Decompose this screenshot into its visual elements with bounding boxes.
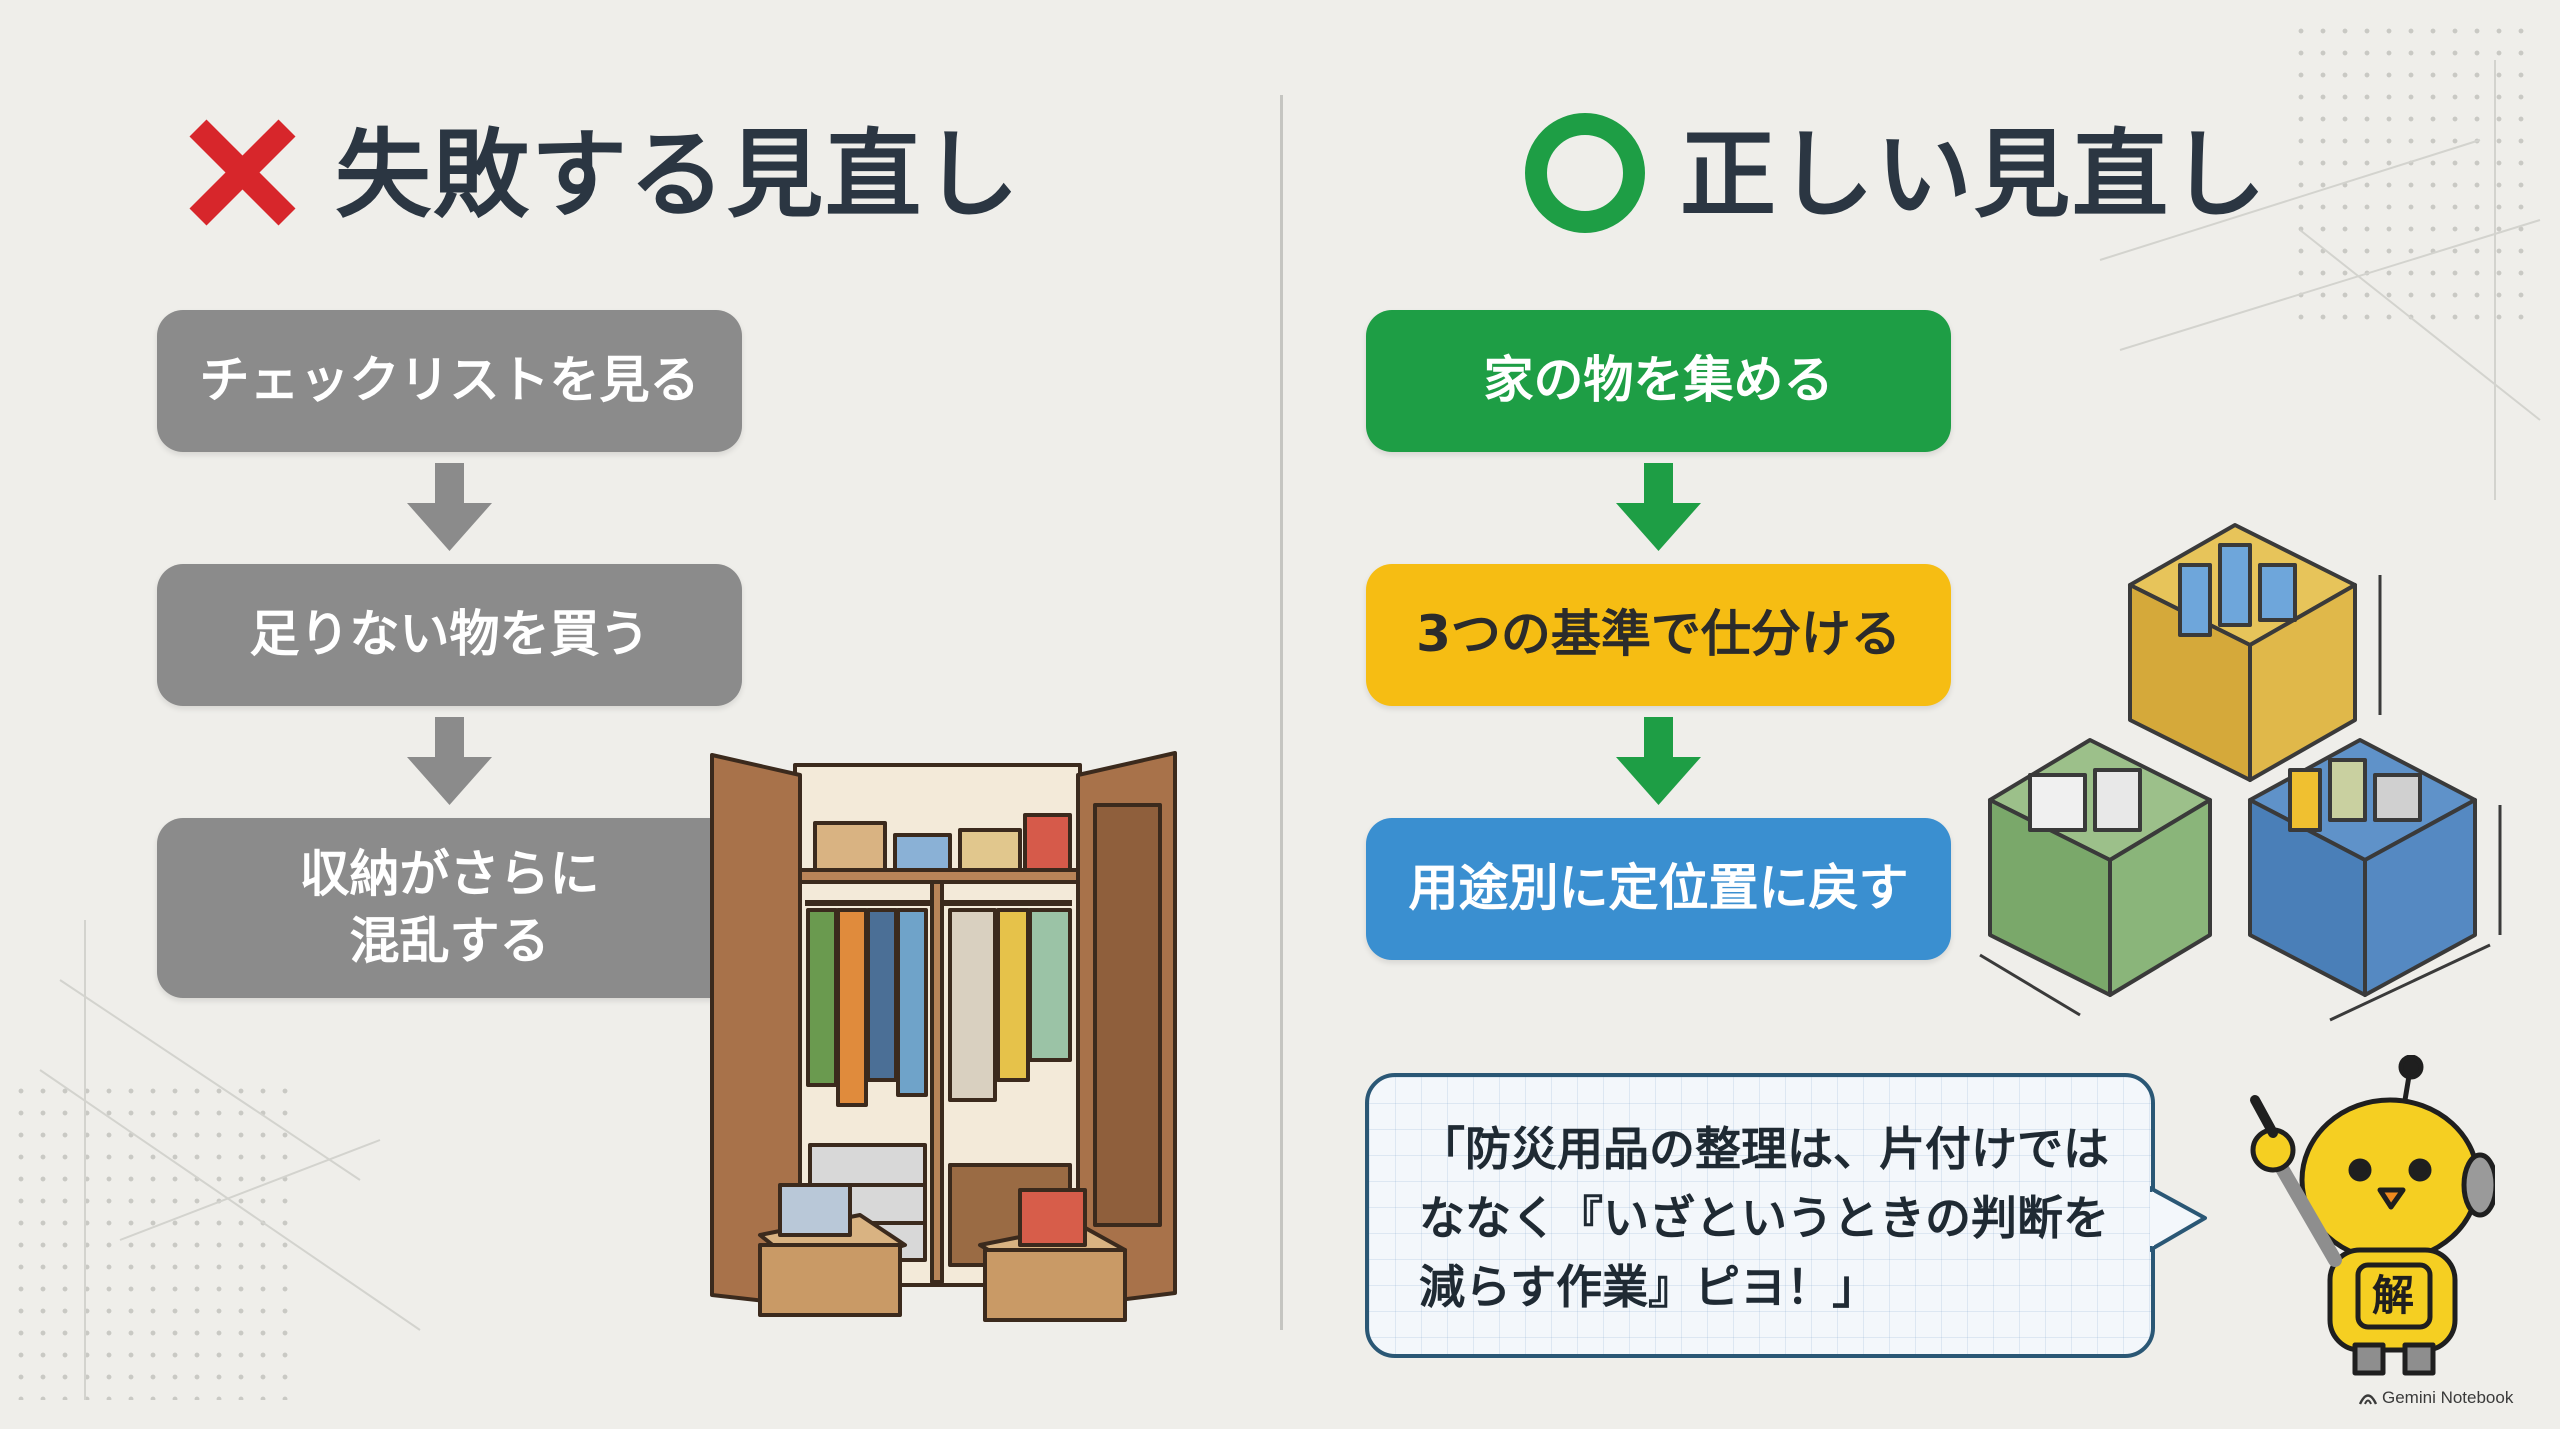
speech-bubble-text: 「防災用品の整理は、片付けでは ななく『いざというときの判断を 減らす作業』ピヨ… [1419,1122,2109,1314]
red-cross-icon [180,110,305,239]
speech-bubble: 「防災用品の整理は、片付けでは ななく『いざというときの判断を 減らす作業』ピヨ… [1365,1073,2155,1358]
green-circle-icon [1520,108,1650,242]
left-step-storage-chaos: 収納がさらに 混乱する [157,818,742,998]
left-heading: 失敗する見直し [180,110,1021,239]
speech-bubble-tail [2150,1186,2207,1252]
left-step-buy-missing: 足りない物を買う [157,564,742,706]
down-arrow-icon [407,717,492,805]
left-step-check-list: チェックリストを見る [157,310,742,452]
brand-label: Gemini Notebook [2358,1388,2513,1408]
down-arrow-icon [407,463,492,551]
mascot-badge: 解 [2371,1271,2414,1320]
down-arrow-icon [1616,717,1701,805]
right-step-sort-three-criteria: 3つの基準で仕分ける [1366,564,1951,706]
gemini-logo-icon [2358,1394,2378,1405]
right-heading-title: 正しい見直し [1680,119,2268,231]
chick-robot-mascot-icon [2250,1055,2495,1376]
sorted-storage-boxes-illustration [1979,523,2502,1022]
down-arrow-icon [1616,463,1701,551]
right-step-gather-items: 家の物を集める [1366,310,1951,452]
dot-pattern-bottom-left [10,1080,300,1400]
left-heading-title: 失敗する見直し [335,118,1021,231]
messy-closet-illustration [710,751,1177,1322]
center-divider [1280,95,1283,1330]
right-heading: 正しい見直し [1520,108,2268,242]
right-step-return-to-place: 用途別に定位置に戻す [1366,818,1951,960]
dot-pattern-top-right [2290,20,2530,320]
